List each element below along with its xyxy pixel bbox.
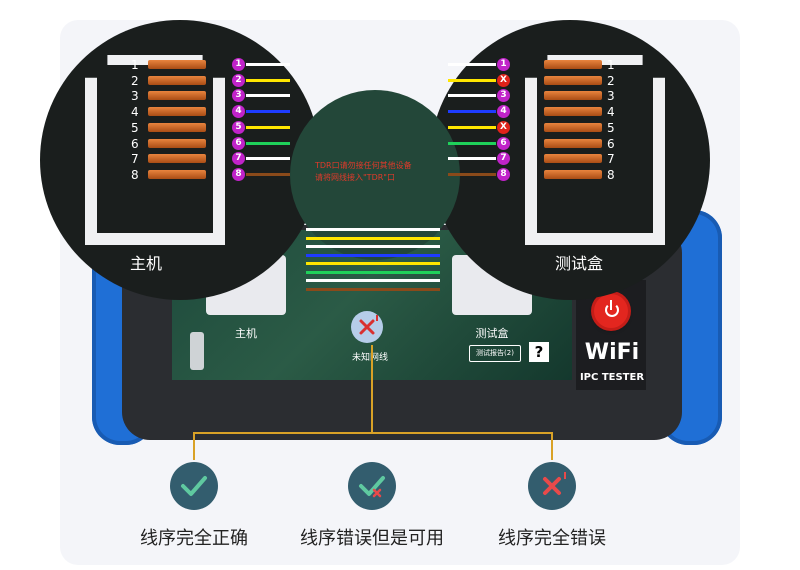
wiremap-wire bbox=[306, 287, 440, 291]
usable-check-x-icon bbox=[348, 462, 396, 510]
tdr-warning-line-2: 请将网线接入"TDR"口 bbox=[315, 173, 395, 182]
connector-line-right bbox=[551, 432, 553, 460]
host-pin-badge: 5 bbox=[232, 120, 245, 134]
host-coil bbox=[148, 138, 206, 148]
host-pin-number: 7 bbox=[131, 152, 139, 167]
tester-pin-number: 6 bbox=[607, 136, 615, 151]
host-wire bbox=[246, 78, 290, 82]
tester-coil bbox=[544, 60, 602, 69]
tester-pin-number: 4 bbox=[607, 105, 615, 120]
host-label: 主机 bbox=[130, 254, 163, 273]
host-coil bbox=[148, 169, 206, 179]
host-coil bbox=[148, 91, 206, 101]
correct-check-icon bbox=[170, 462, 218, 510]
connector-line-center bbox=[371, 345, 373, 433]
host-coil bbox=[148, 75, 206, 85]
host-pin-badge: 3 bbox=[232, 89, 245, 103]
tester-pin-badge: 1 bbox=[497, 58, 510, 71]
host-label-small: 主机 bbox=[235, 327, 257, 340]
tester-pin-badge: 8 bbox=[497, 167, 510, 181]
host-wire bbox=[246, 63, 290, 66]
tester-wire bbox=[448, 157, 496, 161]
host-pin-number: 5 bbox=[131, 120, 139, 135]
host-coil bbox=[148, 154, 206, 164]
host-pin-badge: 4 bbox=[232, 105, 245, 119]
host-pin-number: 4 bbox=[131, 105, 139, 120]
tester-pin-badge: X bbox=[497, 120, 510, 134]
tester-coil bbox=[544, 138, 602, 148]
host-wire bbox=[246, 172, 290, 176]
host-connector-slot bbox=[97, 65, 213, 233]
wiremap-wire bbox=[306, 228, 440, 231]
tester-wire bbox=[448, 63, 496, 66]
host-wire bbox=[246, 125, 290, 129]
tester-coil bbox=[544, 154, 602, 164]
status-label-correct: 线序完全正确 bbox=[140, 528, 248, 549]
tester-coil bbox=[544, 122, 602, 132]
tester-label: 测试盒 bbox=[555, 254, 604, 273]
host-pin-number: 3 bbox=[131, 89, 139, 104]
host-pin-badge: 7 bbox=[232, 152, 245, 166]
wiremap-wire bbox=[306, 279, 440, 282]
wrong-x-icon bbox=[528, 462, 576, 510]
host-wire bbox=[246, 110, 290, 114]
wiremap-wire bbox=[306, 262, 440, 265]
host-pin-badge: 8 bbox=[232, 167, 245, 181]
tester-wire bbox=[448, 172, 496, 176]
host-coil bbox=[148, 107, 206, 117]
device-model-label: IPC TESTER bbox=[579, 372, 645, 383]
status-label-usable: 线序错误但是可用 bbox=[300, 528, 444, 549]
host-pin-number: 6 bbox=[131, 136, 139, 151]
cable-plug-icon bbox=[190, 332, 204, 370]
tester-wire bbox=[448, 125, 496, 129]
tester-label-small: 测试盒 bbox=[475, 327, 509, 340]
tester-coil bbox=[544, 75, 602, 85]
tester-wire bbox=[448, 110, 496, 114]
tester-pin-number: 5 bbox=[607, 120, 615, 135]
tester-coil bbox=[544, 169, 602, 179]
tester-connector-slot bbox=[537, 65, 653, 233]
tester-pin-number: 1 bbox=[607, 58, 615, 72]
connector-line-left bbox=[193, 432, 195, 460]
tester-pin-number: 7 bbox=[607, 152, 615, 167]
tester-coil bbox=[544, 91, 602, 101]
tester-pin-badge: 4 bbox=[497, 105, 510, 119]
tester-pin-number: 2 bbox=[607, 73, 615, 88]
tester-pin-badge: 7 bbox=[497, 152, 510, 166]
tester-wire bbox=[448, 141, 496, 145]
help-button[interactable]: ? bbox=[529, 342, 549, 362]
tester-coil bbox=[544, 107, 602, 117]
tester-pin-badge: 6 bbox=[497, 136, 510, 150]
host-wire bbox=[246, 94, 290, 98]
tester-wire bbox=[448, 94, 496, 98]
host-pin-badge: 2 bbox=[232, 73, 245, 87]
host-wire bbox=[246, 157, 290, 161]
wifi-logo: WiFi bbox=[584, 340, 640, 365]
tester-pin-number: 3 bbox=[607, 89, 615, 104]
tester-pin-badge: 3 bbox=[497, 89, 510, 103]
host-pin-badge: 6 bbox=[232, 136, 245, 150]
connector-line-horizontal bbox=[193, 432, 553, 434]
unknown-cable-label: 未知网线 bbox=[351, 353, 388, 363]
wiremap-magnifier bbox=[290, 90, 460, 260]
test-report-button[interactable]: 测试报告(2) bbox=[469, 345, 521, 362]
host-pin-badge: 1 bbox=[232, 58, 245, 71]
wiremap-wire bbox=[306, 236, 440, 240]
power-button[interactable] bbox=[594, 294, 628, 328]
wiremap-wire bbox=[306, 253, 440, 257]
host-wire bbox=[246, 141, 290, 145]
tester-pin-number: 8 bbox=[607, 167, 615, 182]
host-coil bbox=[148, 122, 206, 132]
status-label-wrong: 线序完全错误 bbox=[498, 528, 606, 549]
tdr-warning-line-1: TDR口请勿接任何其他设备 bbox=[315, 161, 412, 170]
unknown-cable-icon[interactable] bbox=[351, 311, 383, 343]
wiremap-wire bbox=[306, 245, 440, 248]
host-pin-number: 2 bbox=[131, 73, 139, 88]
host-coil bbox=[148, 60, 206, 69]
tester-wire bbox=[448, 78, 496, 82]
host-pin-number: 1 bbox=[131, 58, 139, 72]
tester-pin-badge: X bbox=[497, 73, 510, 87]
host-pin-number: 8 bbox=[131, 167, 139, 182]
wiremap-wire bbox=[306, 270, 440, 274]
